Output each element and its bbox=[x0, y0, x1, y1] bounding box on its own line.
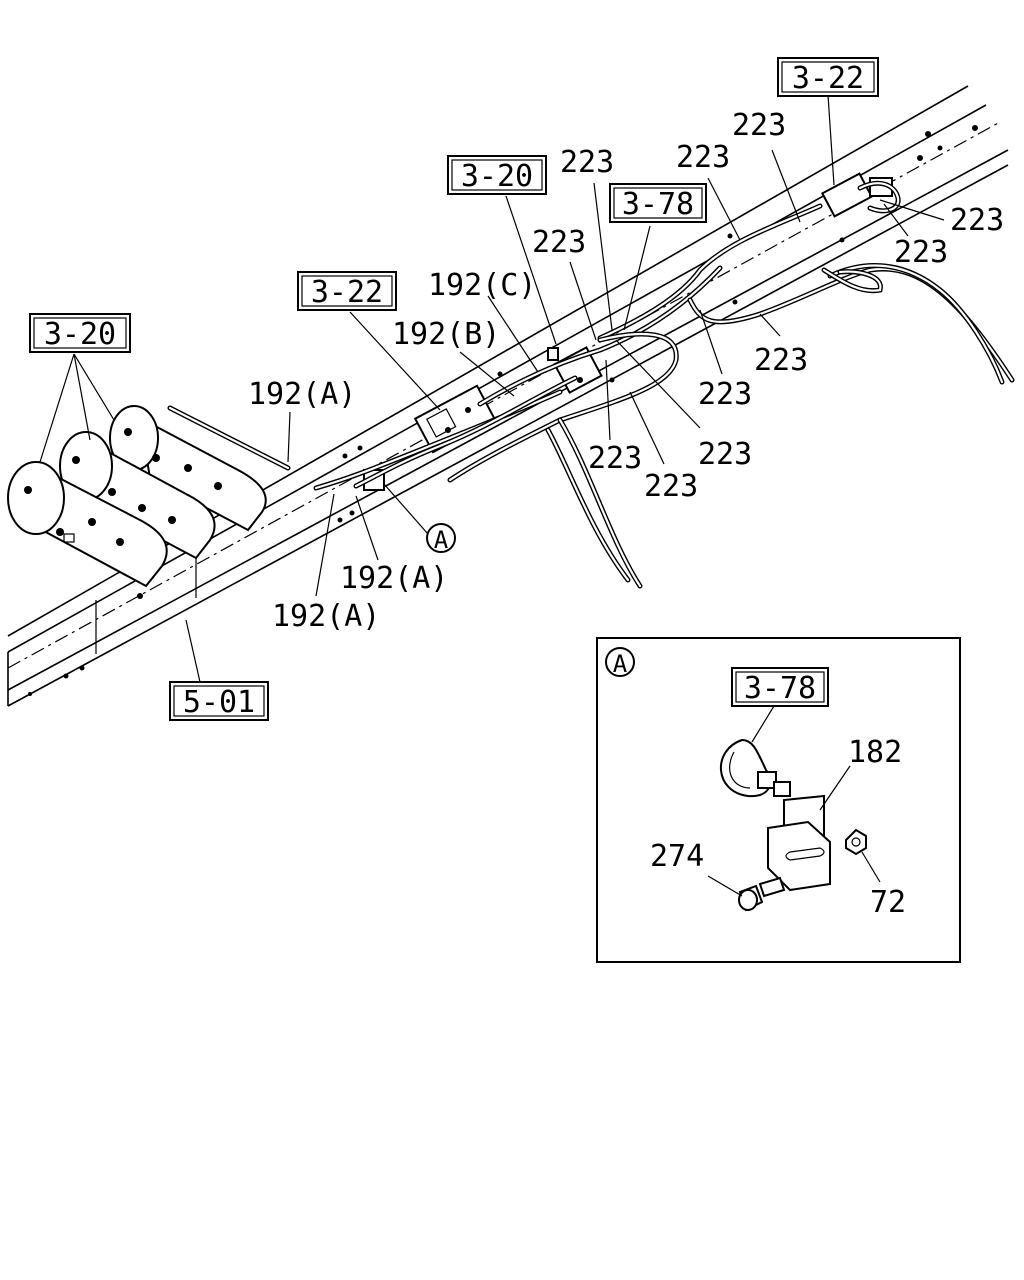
detail-leaders bbox=[707, 705, 881, 897]
ref-3-22-mid-label: 3-22 bbox=[311, 275, 383, 310]
detail-a-panel: A 3-78 bbox=[596, 637, 961, 963]
part-274-label: 274 bbox=[650, 839, 704, 874]
ref-box-5-01: 5-01 bbox=[169, 681, 269, 721]
part-223-label: 223 bbox=[532, 225, 586, 260]
leader-lines bbox=[39, 94, 945, 683]
part-223-label: 223 bbox=[950, 203, 1004, 238]
part-223-label: 223 bbox=[560, 145, 614, 180]
part-182-label: 182 bbox=[848, 735, 902, 770]
ref-box-3-78-detail: 3-78 bbox=[731, 667, 829, 707]
part-223-label: 223 bbox=[676, 140, 730, 175]
ref-box-3-20-mid: 3-20 bbox=[447, 155, 547, 195]
part-192a-label: 192(A) bbox=[272, 599, 380, 634]
part-223-label: 223 bbox=[588, 441, 642, 476]
part-192a-label: 192(A) bbox=[340, 561, 448, 596]
air-tank-3 bbox=[7, 461, 168, 588]
callout-a-detail-label: A bbox=[613, 650, 628, 678]
part-223-label: 223 bbox=[754, 343, 808, 378]
hose-clamp bbox=[719, 738, 791, 798]
bolt-274 bbox=[738, 876, 786, 912]
ref-5-01-label: 5-01 bbox=[183, 685, 255, 720]
frame-rail bbox=[7, 85, 1009, 707]
ref-3-22-top-label: 3-22 bbox=[792, 61, 864, 96]
ref-box-3-78-mid: 3-78 bbox=[609, 183, 707, 223]
callout-a-detail: A bbox=[605, 647, 635, 678]
part-192b-label: 192(B) bbox=[392, 317, 500, 352]
ref-3-20-left-label: 3-20 bbox=[44, 317, 116, 352]
part-223-label: 223 bbox=[698, 437, 752, 472]
bracket-182 bbox=[767, 794, 831, 892]
rail-holes bbox=[28, 125, 978, 696]
ref-3-20-mid-label: 3-20 bbox=[461, 159, 533, 194]
ref-box-3-22-mid: 3-22 bbox=[297, 271, 397, 311]
ref-box-3-22-top: 3-22 bbox=[777, 57, 879, 97]
ref-3-78-detail-label: 3-78 bbox=[744, 671, 816, 706]
part-223-label: 223 bbox=[698, 377, 752, 412]
air-tanks bbox=[7, 405, 291, 588]
part-223-label: 223 bbox=[644, 469, 698, 504]
part-192c-label: 192(C) bbox=[428, 268, 536, 303]
part-192a-label: 192(A) bbox=[248, 377, 356, 412]
part-223-label: 223 bbox=[732, 108, 786, 143]
air-tank-2 bbox=[59, 431, 216, 560]
air-tank-1 bbox=[109, 405, 267, 532]
part-72-label: 72 bbox=[870, 885, 906, 920]
callout-a-main: A bbox=[426, 523, 456, 554]
callout-a-main-label: A bbox=[434, 526, 449, 554]
ref-3-78-mid-label: 3-78 bbox=[622, 187, 694, 222]
ref-box-3-20-left: 3-20 bbox=[29, 313, 131, 353]
part-labels: 223 223 223 223 223 223 223 223 223 223 … bbox=[248, 108, 1004, 634]
part-223-label: 223 bbox=[894, 235, 948, 270]
air-hoses bbox=[313, 180, 1015, 589]
nut-72 bbox=[845, 828, 867, 856]
